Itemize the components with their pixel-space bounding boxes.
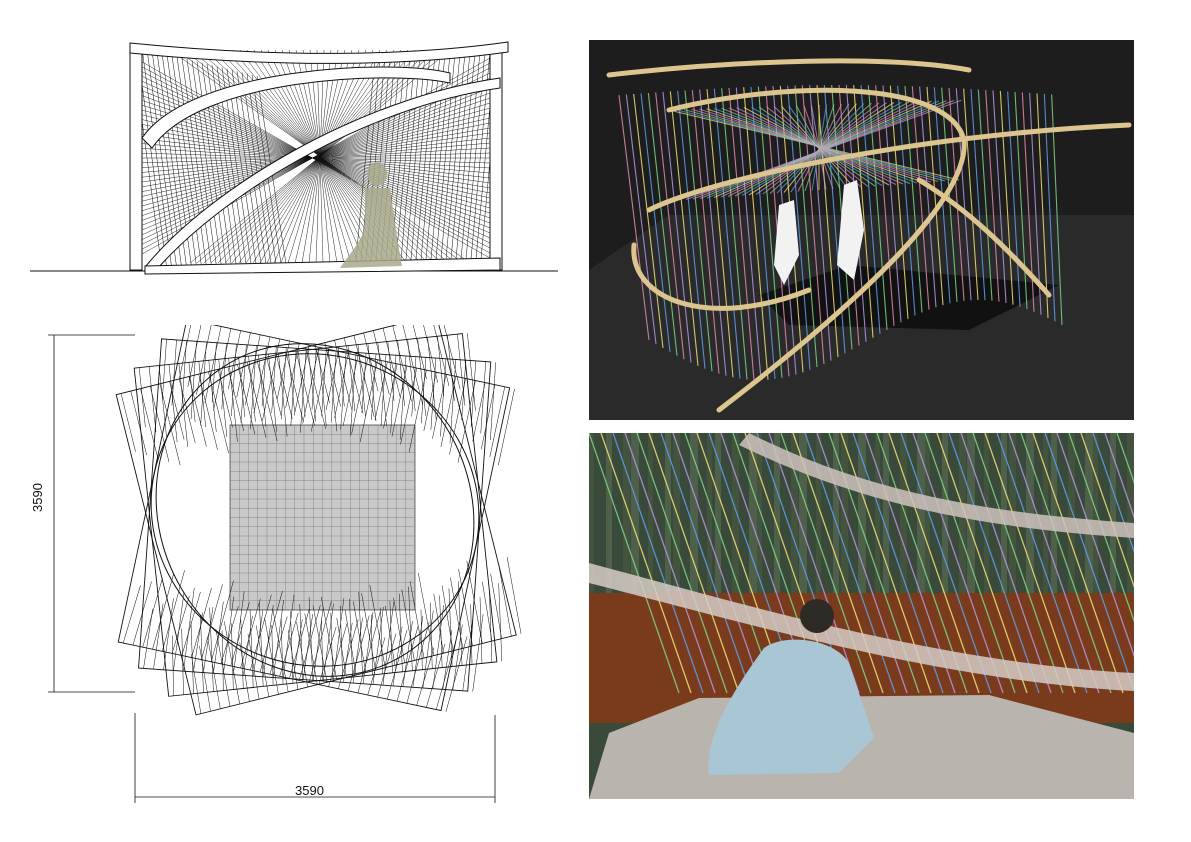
- elevation-drawing: [30, 38, 560, 278]
- render-person-head: [800, 599, 834, 633]
- plan-arcs: [150, 343, 480, 677]
- elevation-ribbons: [129, 41, 509, 275]
- figure-head: [367, 162, 387, 186]
- render-ribbon-2: [739, 433, 1134, 538]
- model-strings: [618, 84, 1063, 381]
- plan-grid: [230, 425, 415, 610]
- figure-body: [340, 188, 402, 268]
- model-figure-2: [837, 180, 864, 280]
- render-person-kimono: [708, 639, 874, 775]
- model-bamboo-ribbons: [606, 58, 1132, 413]
- plan-depth-dimension: 3590: [30, 483, 45, 512]
- model-photo: [589, 40, 1134, 420]
- render-photo: [589, 433, 1134, 799]
- plan-width-dimension: 3590: [295, 783, 324, 798]
- render-ribbon-1: [589, 563, 1134, 691]
- model-figure-1: [774, 200, 799, 285]
- plan-dimension-lines: [48, 334, 496, 803]
- plan-drawing: [30, 325, 560, 815]
- plan-frame-4: [115, 325, 522, 716]
